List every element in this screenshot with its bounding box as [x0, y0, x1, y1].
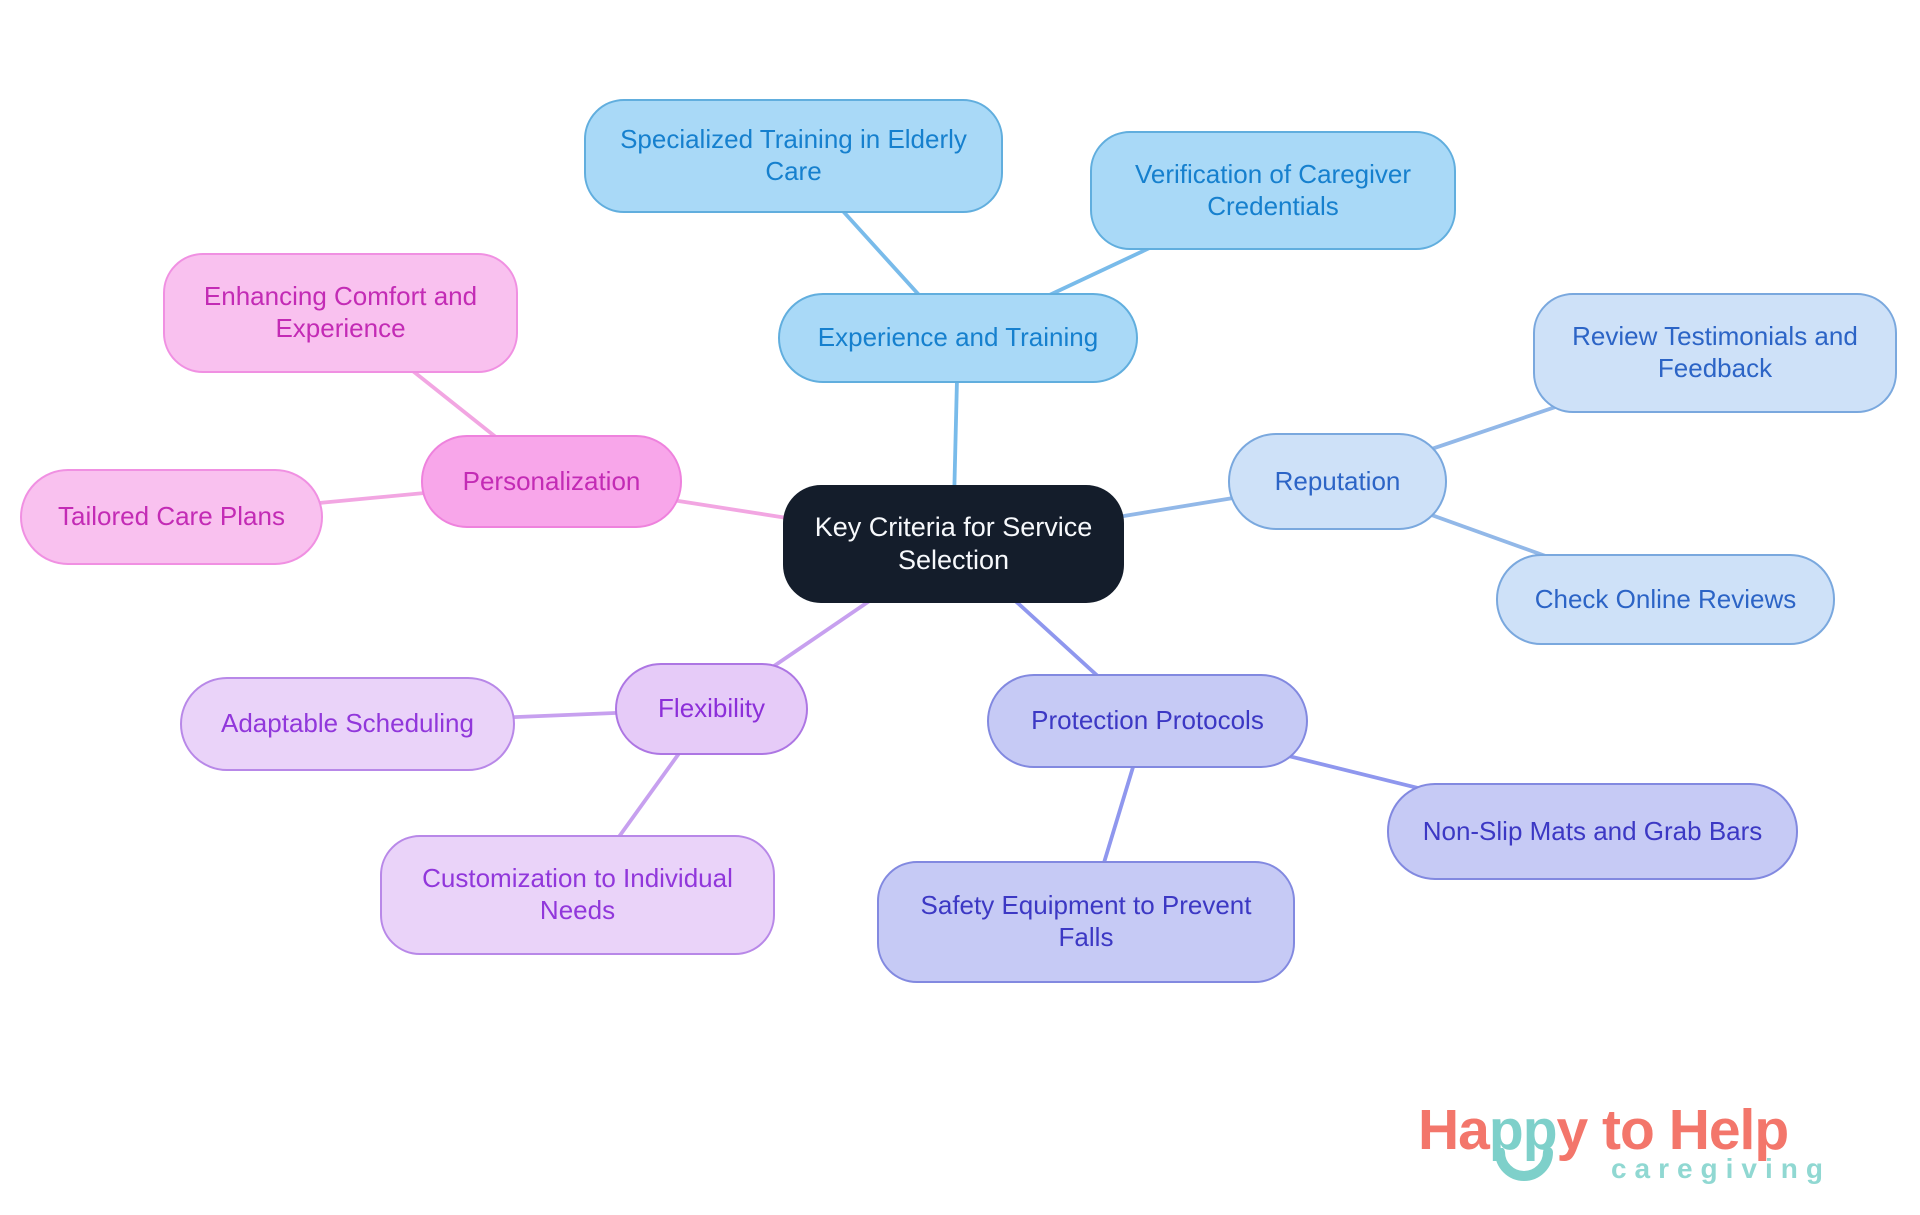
node-label: Protection Protocols [1031, 705, 1264, 736]
node-protection-protocols: Protection Protocols [987, 674, 1308, 768]
node-adaptable-scheduling: Adaptable Scheduling [180, 677, 515, 771]
node-label: Review Testimonials and Feedback [1572, 321, 1858, 383]
node-label: Check Online Reviews [1534, 583, 1797, 614]
logo-text-rest: y to Help [1556, 1098, 1790, 1162]
node-central-label: Key Criteria for Service Selection [814, 512, 1093, 575]
node-label: Tailored Care Plans [58, 501, 285, 532]
node-label: Verification of Caregiver Credentials [1134, 158, 1412, 221]
node-reputation: Reputation [1228, 433, 1447, 530]
node-label: Personalization [462, 465, 641, 496]
node-specialized-training: Specialized Training in Elderly Care [584, 99, 1003, 213]
node-label: Adaptable Scheduling [221, 708, 474, 739]
node-customization-needs: Customization to Individual Needs [380, 835, 775, 955]
node-central-key-criteria: Key Criteria for Service Selection [783, 485, 1124, 603]
node-label: Safety Equipment to Prevent Falls [920, 890, 1252, 952]
node-label: Flexibility [658, 693, 765, 724]
node-label: Customization to Individual Needs [422, 863, 733, 925]
node-check-online-reviews: Check Online Reviews [1496, 554, 1835, 645]
node-verification-credentials: Verification of Caregiver Credentials [1090, 131, 1456, 250]
node-tailored-care-plans: Tailored Care Plans [20, 469, 323, 565]
node-enhancing-comfort: Enhancing Comfort and Experience [163, 253, 518, 373]
node-review-testimonials: Review Testimonials and Feedback [1533, 293, 1897, 413]
node-safety-equipment: Safety Equipment to Prevent Falls [877, 861, 1295, 983]
logo-text-pp: pp [1489, 1102, 1558, 1181]
node-label: Reputation [1274, 465, 1401, 496]
node-label: Enhancing Comfort and Experience [203, 281, 478, 343]
node-personalization: Personalization [421, 435, 682, 528]
node-nonslip-mats-grab-bars: Non-Slip Mats and Grab Bars [1387, 783, 1798, 880]
node-label: Non-Slip Mats and Grab Bars [1422, 815, 1763, 846]
node-experience-and-training: Experience and Training [778, 293, 1138, 383]
node-label: Specialized Training in Elderly Care [620, 124, 967, 186]
smile-icon [1494, 1148, 1553, 1181]
node-flexibility: Flexibility [615, 663, 808, 755]
logo-text-ha: Ha [1418, 1098, 1490, 1162]
node-label: Experience and Training [817, 322, 1099, 353]
logo-subtitle: caregiving [1610, 1153, 1831, 1184]
